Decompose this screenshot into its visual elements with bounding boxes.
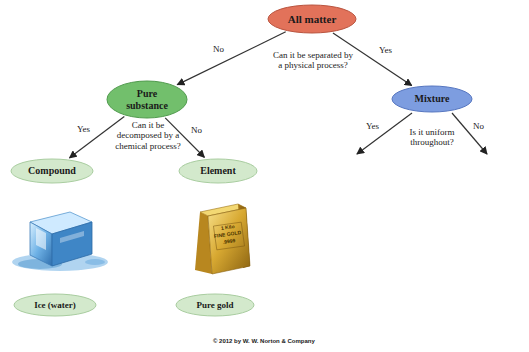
node-text-group: Mixture — [415, 93, 450, 105]
question-text: Is it uniform throughout? — [402, 127, 462, 148]
node-text-group: Pure gold — [196, 300, 233, 310]
node-text-group: Compound — [28, 165, 76, 177]
gold-bar-picture — [195, 204, 250, 274]
node-text-group: Ice (water) — [34, 300, 76, 310]
node-label: Pure substance — [121, 88, 173, 111]
node-label: Element — [200, 165, 236, 177]
node-label: Ice (water) — [34, 300, 76, 310]
category-ellipse: Mixture — [391, 85, 473, 113]
branch-arrow — [70, 117, 125, 158]
root-ellipse: All matter — [267, 4, 357, 34]
open-branch-arrow — [357, 113, 412, 154]
ice-cube-picture — [12, 212, 108, 271]
branch-answer: No — [212, 45, 225, 55]
branch-answer: Yes — [378, 46, 393, 56]
branch-answer: No — [473, 121, 484, 131]
question-text: Can it be separated by a physical proces… — [272, 50, 354, 71]
node-text-group: All matter — [288, 13, 337, 26]
type-ellipse: Element — [178, 158, 258, 184]
node-text-group: Element — [200, 165, 236, 177]
branch-answer: No — [190, 126, 203, 136]
branch-answer: Yes — [76, 125, 91, 135]
node-label: Compound — [28, 165, 76, 177]
question-text: Can it be decomposed by a chemical proce… — [112, 120, 184, 151]
node-text-group: Pure substance — [121, 88, 173, 111]
category-ellipse: Pure substance — [106, 80, 188, 119]
branch-arrow — [177, 32, 285, 85]
node-label: Pure gold — [196, 300, 233, 310]
node-label: All matter — [288, 13, 337, 26]
node-label: Mixture — [415, 93, 450, 105]
branch-answer: Yes — [366, 121, 379, 131]
copyright-caption: © 2012 by W. W. Norton & Company — [213, 338, 315, 345]
example-ellipse: Pure gold — [175, 293, 255, 317]
open-branch-arrow — [452, 113, 487, 154]
example-ellipse: Ice (water) — [13, 293, 97, 317]
type-ellipse: Compound — [10, 158, 94, 184]
